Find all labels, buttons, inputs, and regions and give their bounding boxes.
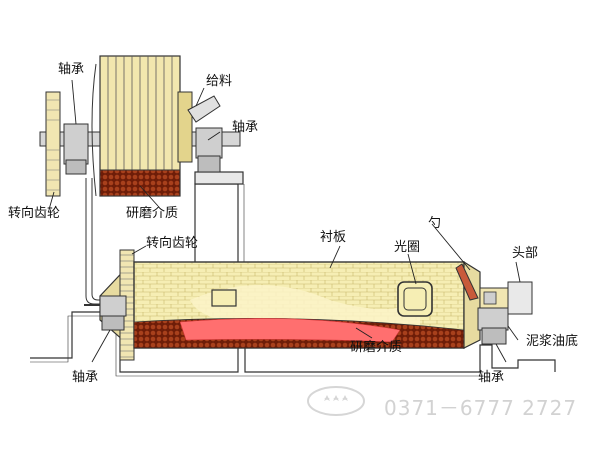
upper-mill (39, 55, 241, 197)
label-liner: 衬板 (320, 230, 347, 245)
watermark-logo (306, 384, 366, 418)
slurry (179, 318, 401, 343)
label-reversing-gear-mid: 转向齿轮 (146, 236, 199, 251)
feed-chute (187, 95, 221, 123)
label-reversing-gear-top: 转向齿轮 (8, 206, 61, 221)
label-slurry-oil-bottom: 泥浆油底 (526, 334, 579, 349)
label-bearing-left: 轴承 (72, 370, 99, 385)
label-feed: 给料 (206, 74, 233, 89)
watermark-phone: 0371－6777 2727 (384, 396, 578, 420)
drive-belt (85, 178, 104, 305)
main-mill (84, 249, 533, 361)
scoop (455, 263, 479, 301)
label-grinding-media-bottom: 研磨介质 (350, 340, 403, 355)
inspection-door (211, 289, 237, 307)
upper-grinding-media (99, 169, 181, 197)
label-bearing-right: 轴承 (478, 370, 505, 385)
label-grinding-media-top: 研磨介质 (126, 206, 179, 221)
label-head: 头部 (512, 246, 539, 261)
reversing-gear-disc (45, 91, 61, 197)
leader-lines (49, 79, 521, 363)
star-logo-icon (307, 386, 365, 416)
label-bearing-top: 轴承 (58, 62, 85, 77)
label-bearing-mid: 轴承 (232, 120, 259, 135)
label-scoop: 勺 (428, 216, 442, 231)
aperture-ring (397, 281, 433, 317)
label-aperture-ring: 光圈 (394, 240, 421, 255)
